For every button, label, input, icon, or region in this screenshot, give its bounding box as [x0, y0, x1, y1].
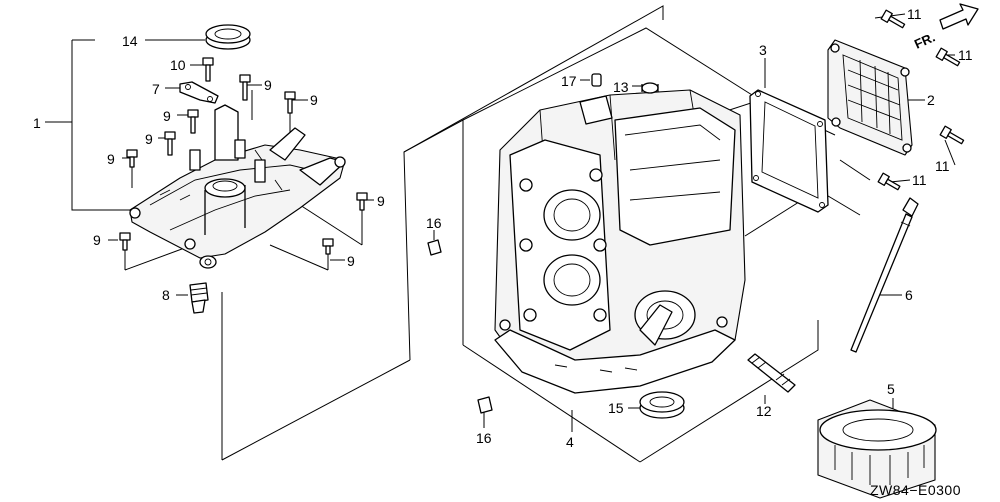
callout-part-9[interactable]: 9: [145, 131, 153, 147]
callout-part-4[interactable]: 4: [566, 434, 574, 450]
bracket-part-7[interactable]: [179, 81, 219, 104]
dipstick-part-6[interactable]: [850, 197, 919, 353]
callout-part-5[interactable]: 5: [887, 381, 895, 397]
callout-part-10[interactable]: 10: [170, 57, 186, 73]
callout-part-8[interactable]: 8: [162, 287, 170, 303]
callout-part-15[interactable]: 15: [608, 400, 624, 416]
callout-part-7[interactable]: 7: [152, 81, 160, 97]
callout-part-9[interactable]: 9: [93, 232, 101, 248]
callout-part-9[interactable]: 9: [310, 92, 318, 108]
oil-seal-part-14[interactable]: [205, 24, 251, 50]
callout-part-14[interactable]: 14: [122, 33, 138, 49]
dowel-pin-part-16[interactable]: [427, 239, 493, 414]
callout-part-9[interactable]: 9: [163, 108, 171, 124]
callout-part-9[interactable]: 9: [377, 193, 385, 209]
front-direction-arrow-icon: [939, 3, 979, 30]
bolts-part-9[interactable]: [119, 57, 368, 255]
cylinder-block-part-4[interactable]: [494, 89, 746, 394]
callout-part-11[interactable]: 11: [907, 6, 922, 22]
seal-part-15[interactable]: [639, 391, 685, 419]
callout-part-9[interactable]: 9: [264, 77, 272, 93]
bushing-part-13[interactable]: [641, 82, 659, 94]
bolts-part-11[interactable]: [877, 9, 965, 192]
callout-part-6[interactable]: 6: [905, 287, 913, 303]
callout-part-11[interactable]: 11: [912, 172, 927, 188]
callout-part-2[interactable]: 2: [927, 92, 935, 108]
callout-part-16[interactable]: 16: [426, 215, 442, 231]
cover-part-1[interactable]: [129, 104, 346, 269]
diagram-code: ZW84−E0300: [870, 482, 961, 498]
callout-part-3[interactable]: 3: [759, 42, 767, 58]
callout-part-9[interactable]: 9: [347, 253, 355, 269]
sensor-part-8[interactable]: [189, 282, 209, 314]
callout-part-12[interactable]: 12: [756, 403, 772, 419]
callout-part-9[interactable]: 9: [107, 151, 115, 167]
leader-lines: [45, 5, 956, 463]
callout-part-11[interactable]: 11: [935, 158, 950, 174]
gasket-part-3[interactable]: [749, 89, 829, 213]
oil-filter-part-5[interactable]: [817, 399, 937, 499]
pin-part-17[interactable]: [591, 73, 602, 87]
callout-part-13[interactable]: 13: [613, 79, 629, 95]
cover-plate-part-2[interactable]: [827, 39, 913, 156]
stud-part-12[interactable]: [747, 353, 796, 393]
callout-part-11[interactable]: 11: [958, 47, 973, 63]
callout-part-16[interactable]: 16: [476, 430, 492, 446]
callout-part-1[interactable]: 1: [33, 115, 41, 131]
callout-part-17[interactable]: 17: [561, 73, 577, 89]
